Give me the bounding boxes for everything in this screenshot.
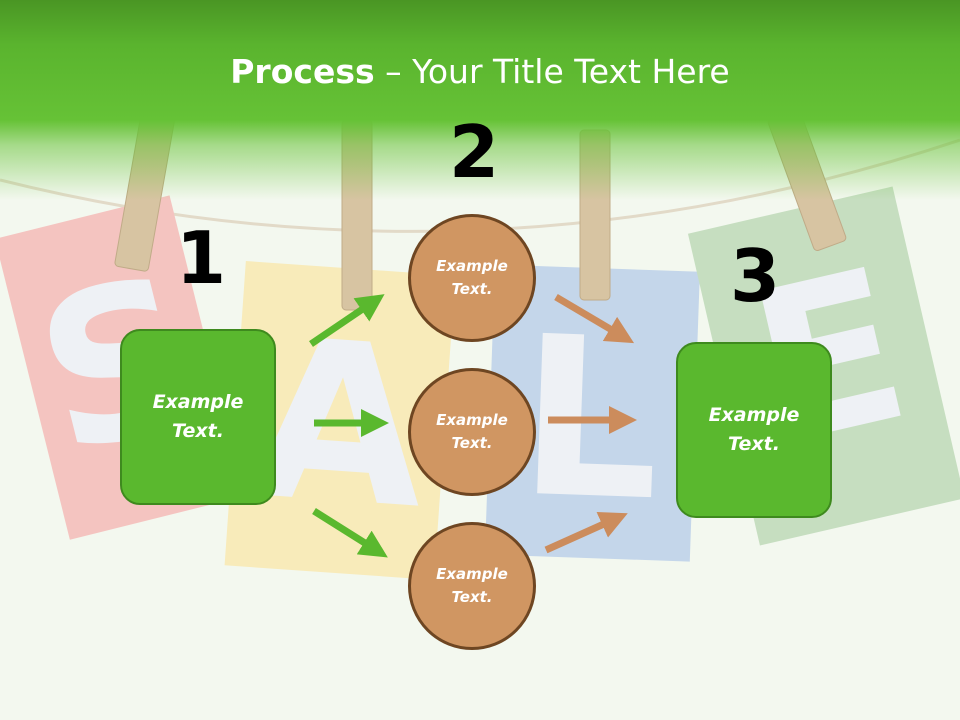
header-band <box>0 0 960 200</box>
circle-top: Example Text. <box>408 214 536 342</box>
step-number-3: 3 <box>730 234 781 318</box>
arrow-green-down <box>312 508 388 558</box>
circle-bottom-line1: Example <box>436 565 508 583</box>
slide-title: Process – Your Title Text Here <box>0 52 960 91</box>
circle-bottom: Example Text. <box>408 522 536 650</box>
title-rest: – Your Title Text Here <box>374 52 730 91</box>
circle-middle: Example Text. <box>408 368 536 496</box>
circle-middle-line2: Text. <box>451 434 493 452</box>
step-number-2: 2 <box>449 110 500 194</box>
circle-top-line2: Text. <box>451 280 493 298</box>
step-number-1: 1 <box>176 216 227 300</box>
arrow-orange-down <box>554 293 635 344</box>
right-step-box: Example Text. <box>676 342 832 518</box>
left-box-line1: Example <box>152 391 244 413</box>
arrow-orange-up <box>544 511 628 554</box>
right-box-line2: Text. <box>728 433 780 455</box>
circle-middle-line1: Example <box>436 411 508 429</box>
circle-top-line1: Example <box>436 257 508 275</box>
title-bold: Process <box>230 52 375 91</box>
left-step-box: Example Text. <box>120 329 276 505</box>
circle-bottom-line2: Text. <box>451 588 493 606</box>
arrow-green-up <box>309 294 385 347</box>
right-box-line1: Example <box>708 404 800 426</box>
left-box-line2: Text. <box>172 420 224 442</box>
